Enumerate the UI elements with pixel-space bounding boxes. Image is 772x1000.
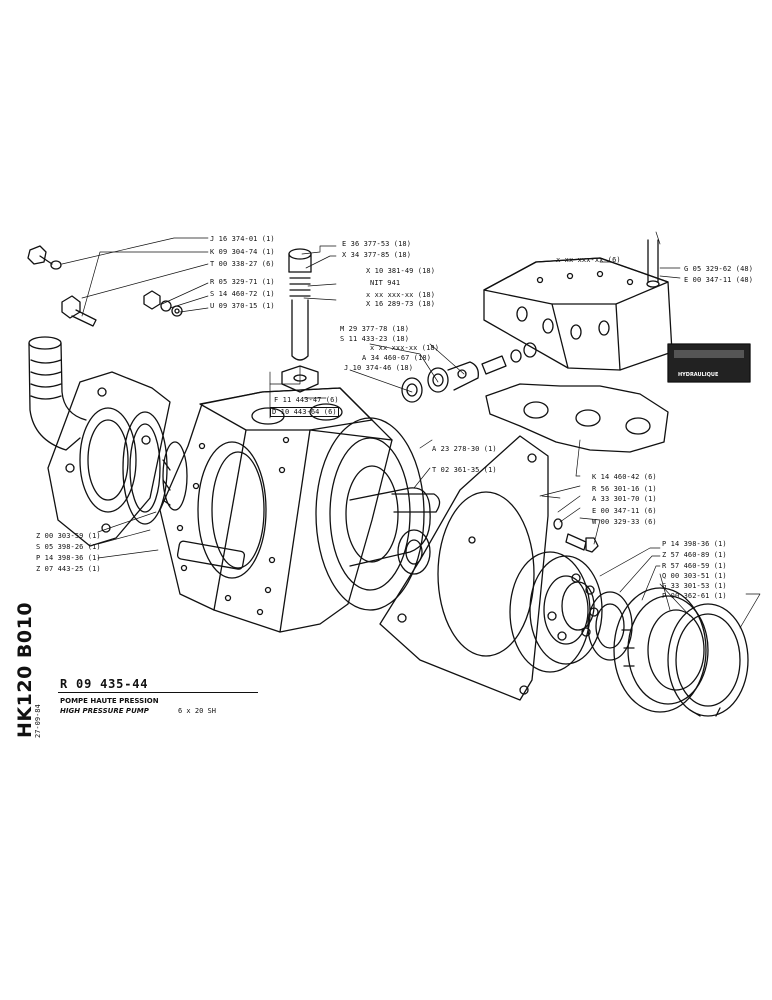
inlet-elbow	[28, 336, 87, 451]
part-label: E 36 377-53 (18)	[342, 240, 412, 248]
part-label: T 02 361-35 (1)	[432, 466, 497, 474]
part-label: S 05 398-26 (1)	[36, 543, 101, 551]
head-gasket	[485, 383, 669, 453]
part-label: W 00 329-33 (6)	[592, 518, 657, 526]
part-label: M 29 377-78 (18)	[340, 325, 410, 333]
top-bolt-j16374	[27, 245, 62, 270]
part-label: K 14 460-42 (6)	[592, 473, 657, 481]
part-label: K 09 304-74 (1)	[210, 248, 275, 256]
pump-housing	[159, 387, 393, 633]
title-rule	[58, 692, 258, 693]
part-label: J 10 374-46 (18)	[344, 364, 414, 372]
part-label: Z 00 303-59 (1)	[36, 532, 101, 540]
bolt-k09304	[61, 295, 97, 327]
part-label: X 10 381-49 (18)	[366, 267, 436, 275]
part-label: A 23 278-30 (1)	[432, 445, 497, 453]
part-label: x xx xxx-xx (18)	[366, 291, 436, 299]
part-label: X 34 377-85 (18)	[342, 251, 412, 259]
part-label: P 14 398-36 (1)	[36, 554, 101, 562]
reference-number: R 09 435-44	[60, 677, 149, 691]
part-label: x xx xxx-xx (18)	[370, 344, 440, 352]
part-label: P 14 398-36 (1)	[662, 540, 727, 548]
part-label: Q 00 303-51 (1)	[662, 572, 727, 580]
part-label: S 14 460-72 (1)	[210, 290, 275, 298]
part-label: A 33 301-70 (1)	[592, 495, 657, 503]
model-designation: 6 x 20 SH	[178, 707, 216, 715]
pump-front-face	[315, 417, 425, 611]
part-label: E 00 347-11 (48)	[684, 276, 754, 284]
title-english: HIGH PRESSURE PUMP	[60, 707, 149, 715]
bolt-w00329	[553, 518, 599, 553]
drive-shaft	[349, 487, 441, 575]
drawing-date: 27-09-84	[34, 704, 42, 738]
part-label: x xx xxx-xx (6)	[556, 256, 621, 264]
part-label: P 00 362-61 (1)	[662, 592, 727, 600]
part-label: D 10 443-64 (6)	[270, 407, 339, 417]
part-label: A 34 460-67 (18)	[362, 354, 432, 362]
part-label: G 33 301-53 (1)	[662, 582, 727, 590]
part-label: R 56 301-16 (1)	[592, 485, 657, 493]
part-label: F 11 443-47 (6)	[274, 396, 339, 404]
hydraulic-nameplate	[667, 343, 751, 383]
part-label: Z 07 443-25 (1)	[36, 565, 101, 573]
part-label: Z 57 460-89 (1)	[662, 551, 727, 559]
part-label: E 00 347-11 (6)	[592, 507, 657, 515]
left-seals	[122, 411, 188, 525]
end-cap	[613, 587, 749, 717]
leader-lines	[61, 231, 761, 629]
part-label: R 05 329-71 (1)	[210, 278, 275, 286]
part-label: X 16 289-73 (18)	[366, 300, 436, 308]
part-label: NIT 941	[370, 279, 401, 287]
part-label: J 16 374-01 (1)	[210, 235, 275, 243]
title-french: POMPE HAUTE PRESSION	[60, 697, 159, 705]
inlet-flange	[47, 371, 171, 547]
part-label: R 57 460-59 (1)	[662, 562, 727, 570]
part-label: T 00 338-27 (6)	[210, 260, 275, 268]
bearing-assembly	[509, 551, 633, 673]
part-label: G 05 329-62 (48)	[684, 265, 754, 273]
part-label: U 09 370-15 (1)	[210, 302, 275, 310]
part-label: S 11 433-23 (18)	[340, 335, 410, 343]
front-cover	[379, 435, 549, 701]
nameplate-text: HYDRAULIQUE	[678, 372, 719, 378]
